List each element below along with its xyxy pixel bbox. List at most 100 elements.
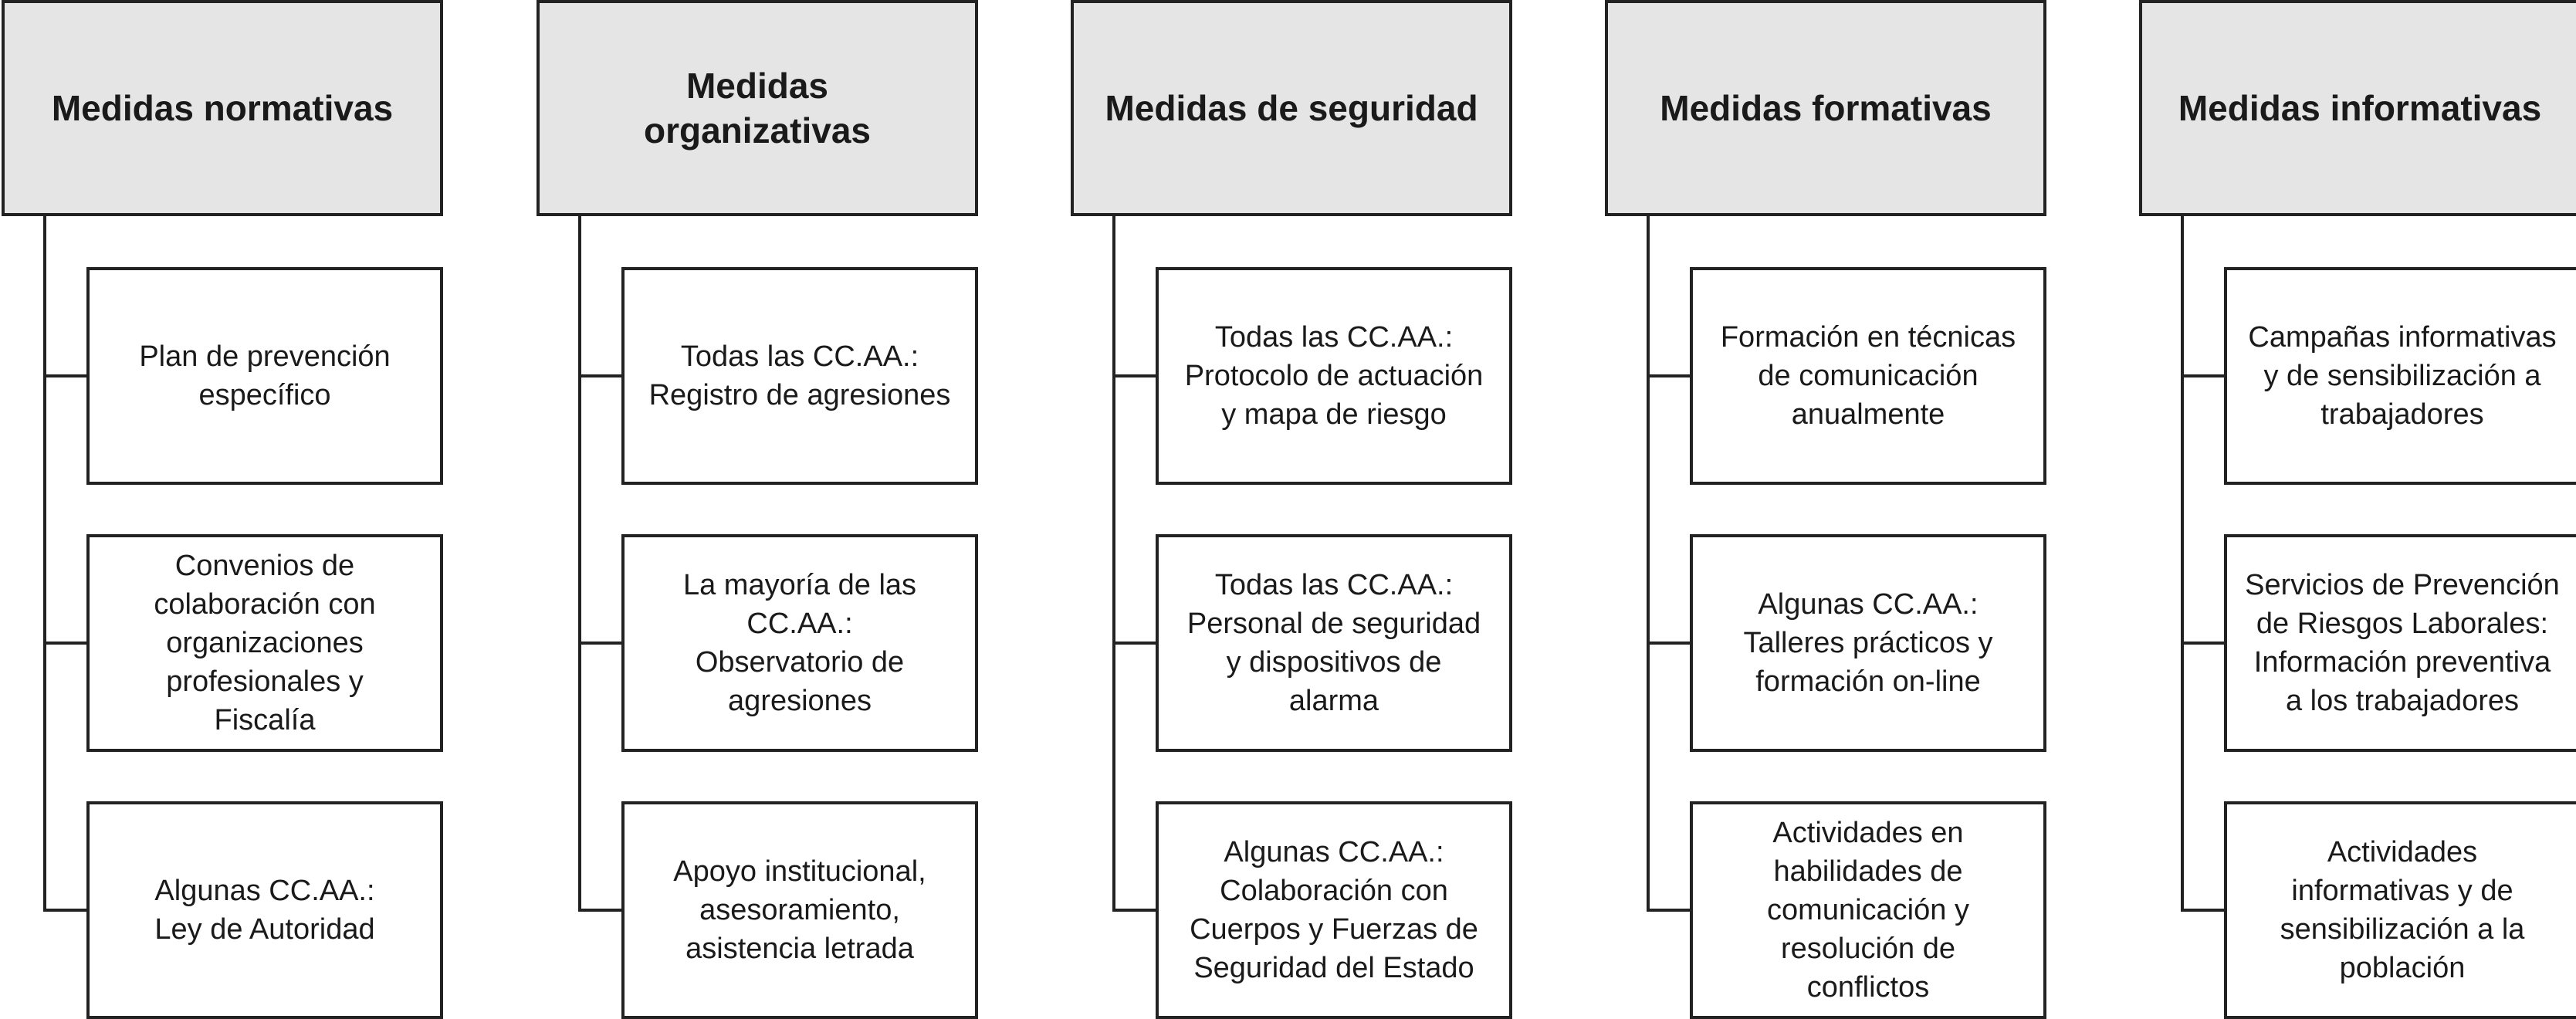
connector-spine (2181, 215, 2184, 912)
connector-branch (1112, 909, 1157, 912)
category-title-line: Medidas (685, 66, 829, 106)
measure-item: Apoyo institucional,asesoramiento,asiste… (621, 801, 978, 1019)
measure-item-line: Algunas CC.AA.: (1224, 836, 1444, 868)
measure-item-line: Formación en técnicas (1720, 321, 2016, 354)
measure-item-text: Apoyo institucional,asesoramiento,asiste… (667, 852, 932, 968)
measure-item-text: Todas las CC.AA.: Personal de seguridad y … (1181, 566, 1487, 720)
measure-item-text: Algunas CC.AA.: Talleres prácticos y forma… (1737, 585, 1999, 701)
measure-item-line: población (2339, 952, 2466, 984)
measure-item-text: Servicios de Prevención de Riesgos Labora… (2239, 566, 2566, 720)
measure-item-line: alarma (1288, 685, 1379, 717)
category-header: Medidas normativas (2, 0, 443, 216)
connector-branch (1647, 909, 1691, 912)
measure-item-line: Actividades en (1772, 817, 1964, 849)
connector-branch (1112, 642, 1157, 645)
connector-branch (2181, 642, 2226, 645)
measure-item-line: informativas y de (2291, 875, 2513, 907)
category-header: Medidas formativas (1605, 0, 2046, 216)
connector-branch (1112, 374, 1157, 377)
measure-item: Todas las CC.AA.:Registro de agresiones (621, 267, 978, 485)
measure-item-line: Fiscalía (214, 704, 316, 736)
connector-branch (578, 909, 623, 912)
measure-item-line: Servicios de Prevención (2245, 569, 2560, 601)
measure-item-line: Campañas informativas (2248, 321, 2557, 354)
category-title-line: organizativas (644, 110, 871, 151)
measure-item-line: Algunas CC.AA.: (1758, 588, 1979, 621)
measure-item-line: Convenios de (174, 550, 355, 582)
measure-item-line: Todas las CC.AA.: (680, 340, 919, 373)
category-title: Medidas formativas (1660, 88, 1992, 128)
connector-spine (1112, 215, 1115, 912)
measure-item-line: Actividades (2327, 836, 2478, 868)
measure-item-line: agresiones (728, 685, 872, 717)
measure-item: Formación en técnicas de comunicación anua… (1690, 267, 2046, 485)
measure-item-line: resolución de (1780, 933, 1956, 965)
measure-item: Plan de prevención específico (86, 267, 443, 485)
measure-item-line: Ley de Autoridad (154, 913, 375, 946)
measure-item-line: Personal de seguridad (1186, 608, 1481, 640)
measure-item-text: Convenios de colaboración con organizacion… (147, 547, 381, 740)
connector-branch (578, 374, 623, 377)
measure-item-line: y de sensibilización a (2263, 360, 2541, 392)
category-title: Medidas de seguridad (1105, 88, 1478, 128)
measure-item-line: Talleres prácticos y (1743, 627, 1993, 659)
measure-item-line: conflictos (1806, 971, 1930, 1004)
measure-item: Campañas informativas y de sensibilizació… (2224, 267, 2576, 485)
connector-branch (43, 642, 88, 645)
measure-item-line: Plan de prevención (139, 340, 391, 373)
measure-item: Todas las CC.AA.: Personal de seguridad y … (1156, 534, 1512, 752)
measure-item-line: profesionales y (166, 665, 364, 698)
measure-item-line: Algunas CC.AA.: (154, 875, 375, 907)
measure-item-text: Algunas CC.AA.: Ley de Autoridad (148, 872, 381, 949)
measure-item-line: habilidades de (1773, 855, 1963, 888)
measure-item-line: La mayoría de las (682, 569, 917, 601)
measure-item-text: Todas las CC.AA.:Registro de agresiones (643, 337, 957, 415)
measure-item-line: Todas las CC.AA.: (1214, 569, 1454, 601)
measure-item-line: y mapa de riesgo (1221, 398, 1447, 431)
measure-item-line: organizaciones (166, 627, 364, 659)
connector-branch (1647, 374, 1691, 377)
connector-branch (2181, 909, 2226, 912)
measure-item-line: colaboración con (154, 588, 376, 621)
measure-item-line: Colaboración con (1220, 875, 1448, 907)
measure-item-line: de Riesgos Laborales: (2256, 608, 2549, 640)
connector-branch (2181, 374, 2226, 377)
measure-item-line: Información preventiva (2253, 646, 2551, 679)
measure-item-line: CC.AA.: (746, 608, 853, 640)
category-title: Medidas normativas (51, 88, 394, 128)
measure-item-line: Observatorio de (695, 646, 905, 679)
measure-item-line: de comunicación (1758, 360, 1979, 392)
measure-item-line: Todas las CC.AA.: (1214, 321, 1454, 354)
measure-item-line: anualmente (1791, 398, 1945, 431)
measure-item-line: Cuerpos y Fuerzas de (1190, 913, 1478, 946)
measure-item-line: específico (198, 379, 331, 411)
measure-item-text: Campañas informativas y de sensibilizació… (2242, 318, 2562, 434)
measure-item-text: Todas las CC.AA.: Protocolo de actuación y… (1179, 318, 1490, 434)
measure-item: Todas las CC.AA.: Protocolo de actuación y… (1156, 267, 1512, 485)
measure-item-line: Protocolo de actuación (1184, 360, 1484, 392)
measure-item-line: formación on-line (1755, 665, 1981, 698)
connector-branch (578, 642, 623, 645)
measure-item: Algunas CC.AA.: Ley de Autoridad (86, 801, 443, 1019)
connector-branch (1647, 642, 1691, 645)
measure-item-line: y dispositivos de (1226, 646, 1442, 679)
measure-item: Algunas CC.AA.: Talleres prácticos y forma… (1690, 534, 2046, 752)
connector-branch (43, 909, 88, 912)
category-title: Medidas informativas (2178, 88, 2542, 128)
connector-branch (43, 374, 88, 377)
measure-item-text: Plan de prevención específico (133, 337, 396, 415)
measure-item-line: Apoyo institucional, (673, 855, 926, 888)
measure-item-text: Formación en técnicas de comunicación anua… (1715, 318, 2022, 434)
measure-item: Servicios de Prevención de Riesgos Labora… (2224, 534, 2576, 752)
